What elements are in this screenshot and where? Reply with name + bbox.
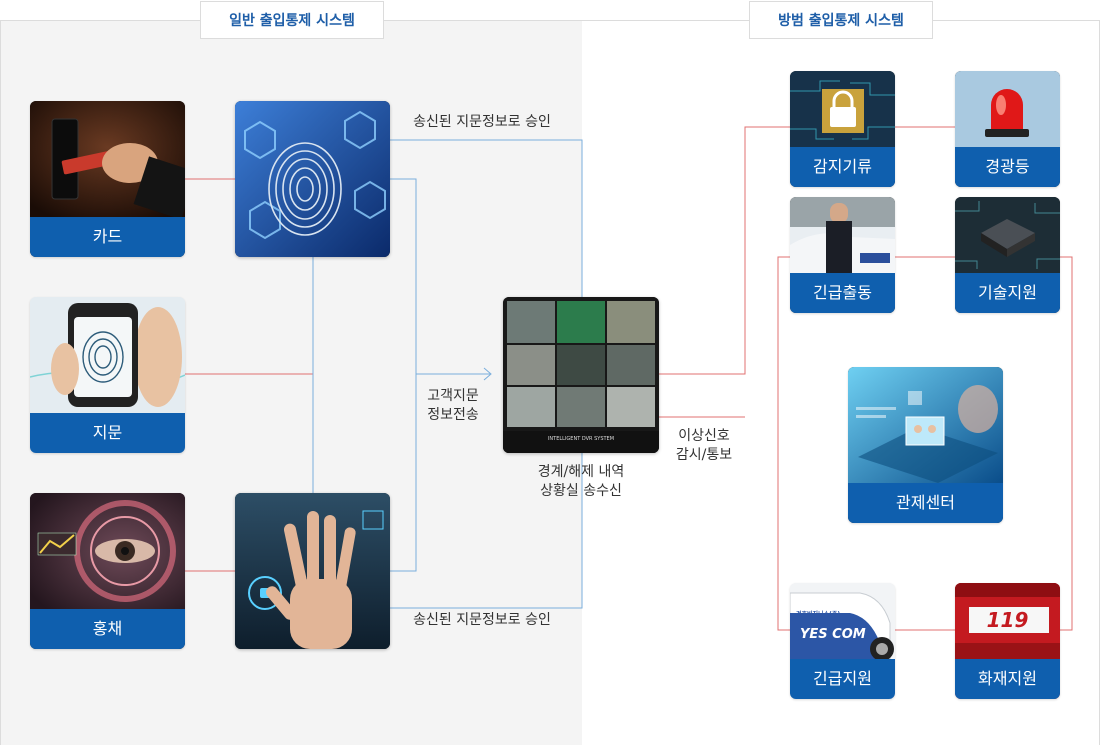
chip-icon [955, 197, 1060, 273]
sensor-card[interactable]: 감지기류 [790, 71, 895, 187]
transfer-connector [390, 178, 417, 572]
monitor-note: 경계/해제 내역 상황실 송수신 [510, 463, 652, 501]
transfer-note-line1: 고객지문 [427, 388, 479, 404]
alert-note-line1: 이상신호 [678, 428, 730, 444]
fingerprint-scanner-image [235, 101, 390, 257]
alert-note-line2: 감시/통보 [675, 447, 733, 463]
iris-input-card[interactable]: 홍채 [30, 493, 185, 649]
card-input-label: 카드 [30, 217, 185, 257]
top-approval-connector [390, 139, 583, 298]
fingerprint-input-card[interactable]: 지문 [30, 297, 185, 453]
iris-input-label: 홍채 [30, 609, 185, 649]
fingerprint-scan-icon [235, 101, 390, 257]
top-approval-note: 송신된 지문정보로 승인 [413, 114, 551, 130]
security-access-title: 방범 출입통제 시스템 [749, 1, 933, 39]
card-input-card[interactable]: 카드 [30, 101, 185, 257]
general-access-title: 일반 출입통제 시스템 [200, 1, 384, 39]
emergency-support-label: 긴급지원 [790, 659, 895, 699]
bottom-approval-connector [390, 453, 583, 609]
tech-support-label: 기술지원 [955, 273, 1060, 313]
control-center-icon [848, 367, 1003, 483]
emergency-support-card[interactable]: 경호비지니스(주) YES COM 긴급지원 [790, 583, 895, 699]
sensor-label: 감지기류 [790, 147, 895, 187]
alert-note: 이상신호 감시/통보 [666, 427, 742, 465]
siren-light-icon [955, 71, 1060, 147]
car-company-text: 경호비지니스(주) [796, 611, 841, 618]
dispatch-label: 긴급출동 [790, 273, 895, 313]
monitor-note-line1: 경계/해제 내역 [537, 464, 625, 480]
tech-support-card[interactable]: 기술지원 [955, 197, 1060, 313]
lock-circuit-icon [790, 71, 895, 147]
dispatch-card[interactable]: 긴급출동 [790, 197, 895, 313]
cctv-monitor-icon [503, 297, 659, 453]
fire-support-card[interactable]: 119 화재지원 [955, 583, 1060, 699]
transfer-note: 고객지문 정보전송 [418, 387, 488, 425]
emergency-car-icon [790, 583, 895, 659]
fingerprint-phone-icon [30, 297, 185, 413]
control-center-label: 관제센터 [848, 483, 1003, 523]
dvr-monitor-image: INTELLIGENT DVR SYSTEM [503, 297, 659, 453]
card-reader-icon [30, 101, 185, 217]
siren-label: 경광등 [955, 147, 1060, 187]
fingerprint-input-label: 지문 [30, 413, 185, 453]
iris-scan-icon [30, 493, 185, 609]
car-brand-text: YES COM [800, 627, 866, 642]
control-center-card[interactable]: 관제센터 [848, 367, 1003, 523]
security-guard-icon [790, 197, 895, 273]
fire-number-text: 119 [986, 608, 1029, 632]
bottom-approval-note: 송신된 지문정보로 승인 [413, 612, 551, 628]
fire-support-label: 화재지원 [955, 659, 1060, 699]
monitor-note-line2: 상황실 송수신 [540, 483, 622, 499]
monitor-to-sensor-connector [659, 126, 790, 375]
hand-scan-icon [235, 493, 390, 649]
fire-truck-icon [955, 583, 1060, 659]
dvr-brand-text: INTELLIGENT DVR SYSTEM [547, 436, 615, 442]
siren-card[interactable]: 경광등 [955, 71, 1060, 187]
transfer-note-line2: 정보전송 [427, 407, 479, 423]
transfer-arrow-head [483, 367, 492, 381]
dispatch-loop-connector [777, 256, 790, 631]
hand-scanner-image [235, 493, 390, 649]
